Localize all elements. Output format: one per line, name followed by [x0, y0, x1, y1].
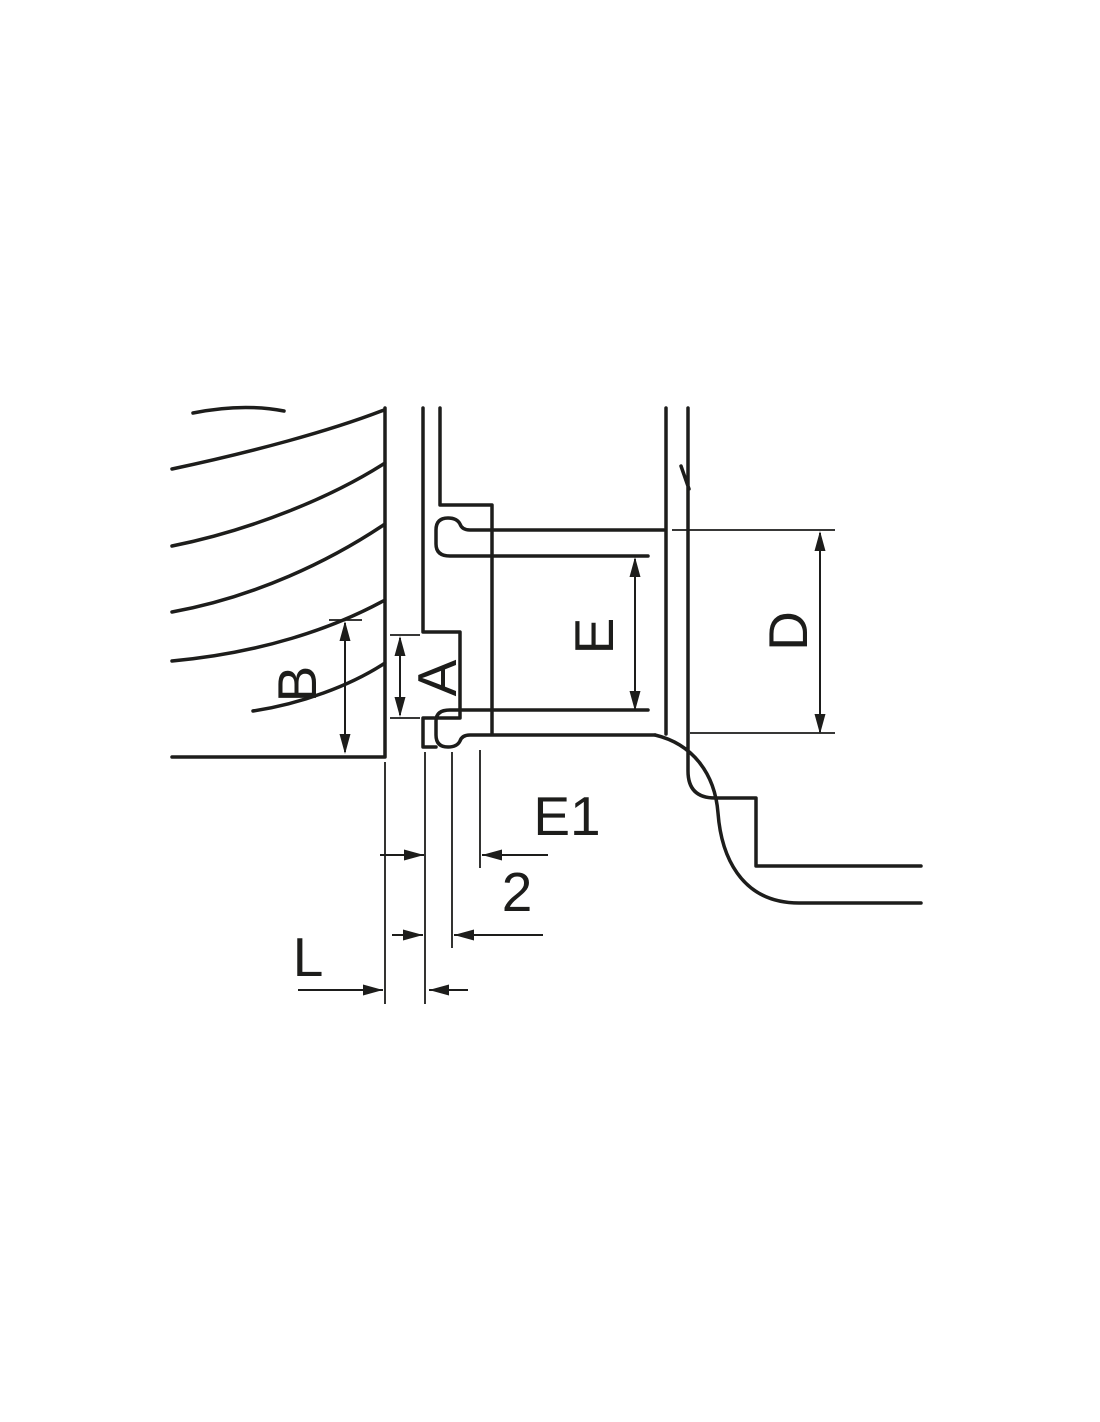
dim-label-a: A — [406, 659, 468, 696]
part-left-casing — [170, 405, 387, 759]
part-inlet-ring — [421, 406, 666, 749]
extension-lines — [329, 529, 835, 1004]
dim-label-d: D — [757, 611, 819, 651]
dimension-annotations: B A E D E1 2 L — [266, 529, 835, 1004]
dim-label-2: 2 — [502, 861, 533, 923]
dim-label-b: B — [266, 666, 328, 703]
middle-part-contour — [421, 406, 666, 749]
right-part-contour — [653, 406, 923, 905]
part-housing-panel — [653, 406, 923, 905]
dimension-lines — [298, 533, 821, 991]
dim-label-e: E — [563, 618, 625, 655]
dimension-arrowheads — [339, 531, 826, 996]
dim-label-l: L — [293, 926, 324, 988]
left-part-contour — [170, 405, 387, 759]
dim-label-e1: E1 — [533, 785, 600, 847]
